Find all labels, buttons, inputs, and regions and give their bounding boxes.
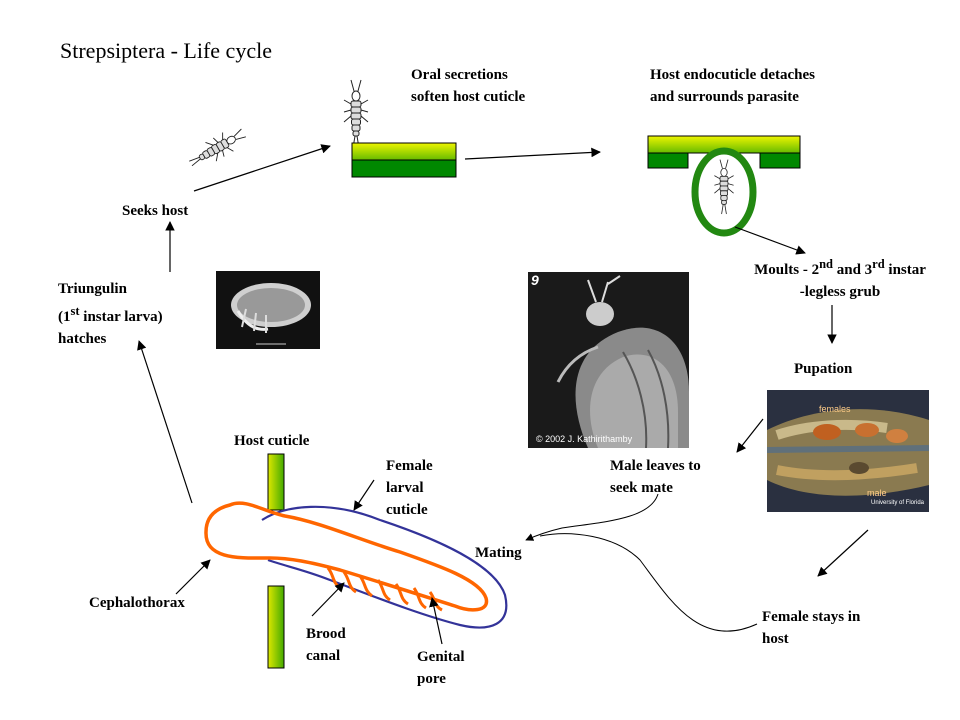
cephalothorax-body-outline <box>204 501 489 612</box>
host-cuticle-bar-bottom <box>267 585 285 669</box>
head-photo-credit: © 2002 J. Kathirithamby <box>536 434 633 444</box>
arrow-seeks-host <box>193 144 331 192</box>
page-title: Strepsiptera - Life cycle <box>60 38 272 63</box>
larva-on-cuticle-icon <box>343 79 369 149</box>
endocuticle-layer-right <box>759 152 801 169</box>
arrow-to-female-stays <box>817 529 869 577</box>
label-host-cuticle: Host cuticle <box>234 433 310 449</box>
arrow-to-moults <box>734 226 806 255</box>
curve-female-stays-to-mating <box>539 533 758 632</box>
arrow-to-female-cuticle <box>353 479 375 511</box>
arrow-to-brood-canal <box>311 582 345 617</box>
brood-canals <box>326 567 443 612</box>
label-cephalothorax: Cephalothorax <box>89 595 185 611</box>
arrow-to-male-leaves <box>736 418 764 453</box>
endocuticle-layer-left <box>647 152 689 169</box>
triungulin-larva-icon <box>184 123 250 174</box>
arrow-hatch-to-triungulin <box>137 340 193 504</box>
host-cuticle-layer-top <box>351 142 457 161</box>
label-triungulin: Triungulin (1st instar larva) hatches <box>58 281 163 347</box>
label-moults: Moults - 2nd and 3rd instar -legless gru… <box>754 257 926 300</box>
label-pupation: Pupation <box>794 361 853 377</box>
pupa-photo-label-male: male <box>867 488 887 498</box>
pupation-photo: females male University of Florida <box>767 390 929 512</box>
curve-male-to-mating <box>525 493 659 541</box>
head-photo-number: 9 <box>531 272 539 288</box>
male-head-sem-photo: 9 © 2002 J. Kathirithamby <box>528 272 689 448</box>
label-mating: Mating <box>475 545 522 561</box>
host-cuticle-bar-top <box>267 453 285 511</box>
host-cuticle-layer-bottom <box>351 159 457 178</box>
triungulin-sem-photo <box>216 271 320 349</box>
arrow-to-genital-pore <box>429 597 443 645</box>
female-larval-cuticle-outline <box>261 505 508 629</box>
pupa-photo-credit: University of Florida <box>871 500 925 506</box>
arrow-to-endocuticle <box>464 147 601 160</box>
arrow-to-cephalothorax <box>175 559 211 595</box>
label-seeks-host: Seeks host <box>122 203 189 219</box>
pupa-photo-label-females: females <box>819 404 851 414</box>
